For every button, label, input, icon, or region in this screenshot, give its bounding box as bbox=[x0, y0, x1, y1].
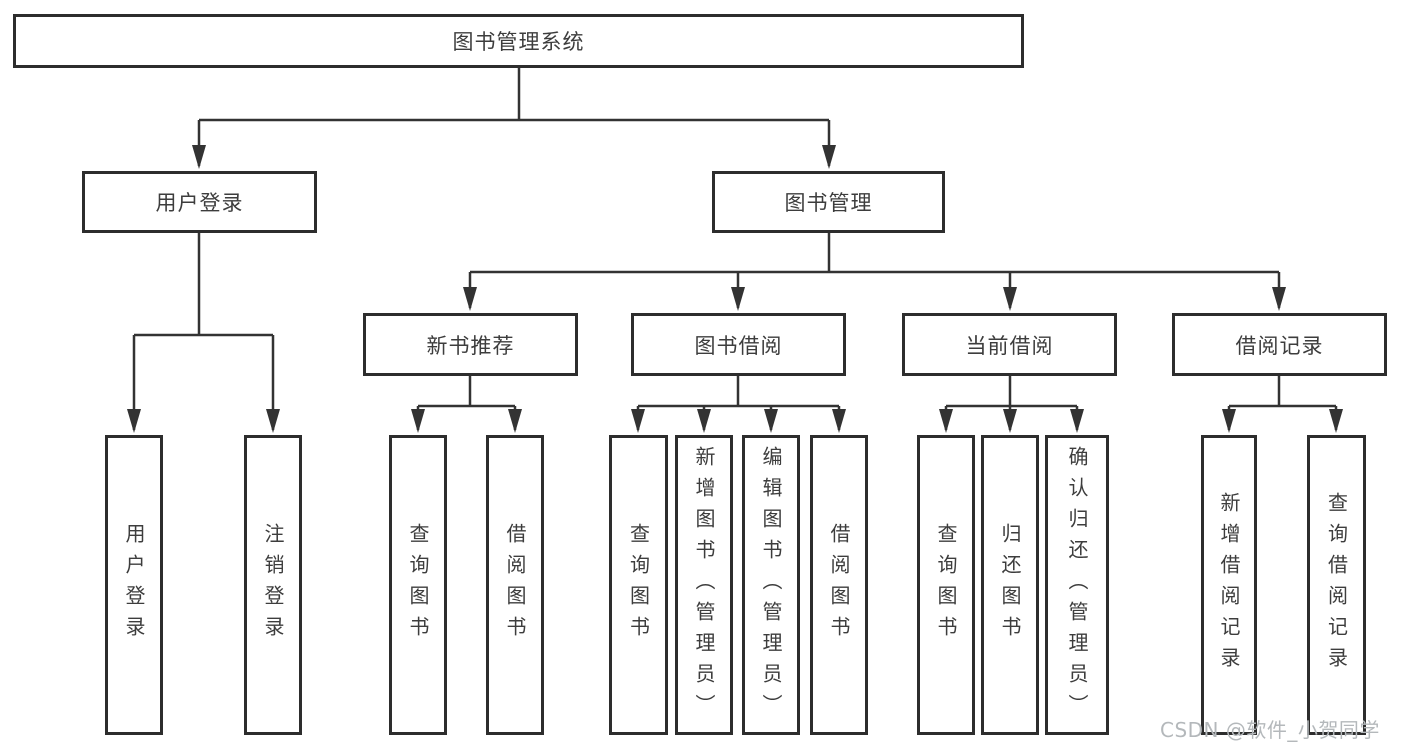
leaf-label: 查询图书 bbox=[934, 523, 958, 647]
leaf-label: 注销登录 bbox=[261, 523, 285, 647]
leaf-query-books-borrowing: 查询图书 bbox=[609, 435, 668, 735]
leaf-borrow-books-borrowing: 借阅图书 bbox=[810, 435, 868, 735]
node-book-borrowing: 图书借阅 bbox=[631, 313, 846, 376]
csdn-watermark: CSDN @软件_小贺同学 bbox=[1160, 718, 1380, 742]
leaf-edit-book-admin: 编辑图书（管理员） bbox=[742, 435, 800, 735]
leaf-label: 归还图书 bbox=[998, 523, 1022, 647]
leaf-logout: 注销登录 bbox=[244, 435, 302, 735]
node-label: 用户登录 bbox=[155, 191, 244, 215]
leaf-label: 查询图书 bbox=[406, 523, 430, 647]
leaf-label: 借阅图书 bbox=[503, 523, 527, 647]
node-label: 新书推荐 bbox=[426, 333, 515, 358]
leaf-query-borrow-record: 查询借阅记录 bbox=[1307, 435, 1366, 735]
node-label: 当前借阅 bbox=[965, 333, 1054, 358]
leaf-query-books-current: 查询图书 bbox=[917, 435, 975, 735]
leaf-confirm-return-admin: 确认归还（管理员） bbox=[1045, 435, 1109, 735]
leaf-add-book-admin: 新增图书（管理员） bbox=[675, 435, 733, 735]
leaf-label: 查询图书 bbox=[626, 523, 651, 647]
leaf-label: 确认归还（管理员） bbox=[1065, 445, 1089, 725]
node-user-login: 用户登录 bbox=[82, 171, 317, 233]
leaf-label: 新增图书（管理员） bbox=[692, 445, 716, 725]
leaf-label: 借阅图书 bbox=[827, 523, 851, 647]
node-current-borrowing: 当前借阅 bbox=[902, 313, 1117, 376]
leaf-label: 查询借阅记录 bbox=[1324, 492, 1349, 678]
node-label: 图书借阅 bbox=[694, 333, 783, 358]
leaf-borrow-books-recommend: 借阅图书 bbox=[486, 435, 544, 735]
node-library-management-system: 图书管理系统 bbox=[13, 14, 1024, 68]
node-label: 图书管理系统 bbox=[452, 30, 585, 54]
node-label: 借阅记录 bbox=[1235, 333, 1324, 358]
leaf-label: 用户登录 bbox=[122, 523, 146, 647]
leaf-label: 新增借阅记录 bbox=[1217, 492, 1241, 678]
node-new-book-recommendation: 新书推荐 bbox=[363, 313, 578, 376]
leaf-user-login: 用户登录 bbox=[105, 435, 163, 735]
node-borrowing-records: 借阅记录 bbox=[1172, 313, 1387, 376]
leaf-query-books-recommend: 查询图书 bbox=[389, 435, 447, 735]
node-label: 图书管理 bbox=[784, 191, 873, 215]
leaf-add-borrow-record: 新增借阅记录 bbox=[1201, 435, 1257, 735]
node-book-management: 图书管理 bbox=[712, 171, 945, 233]
leaf-label: 编辑图书（管理员） bbox=[759, 445, 783, 725]
leaf-return-books: 归还图书 bbox=[981, 435, 1039, 735]
